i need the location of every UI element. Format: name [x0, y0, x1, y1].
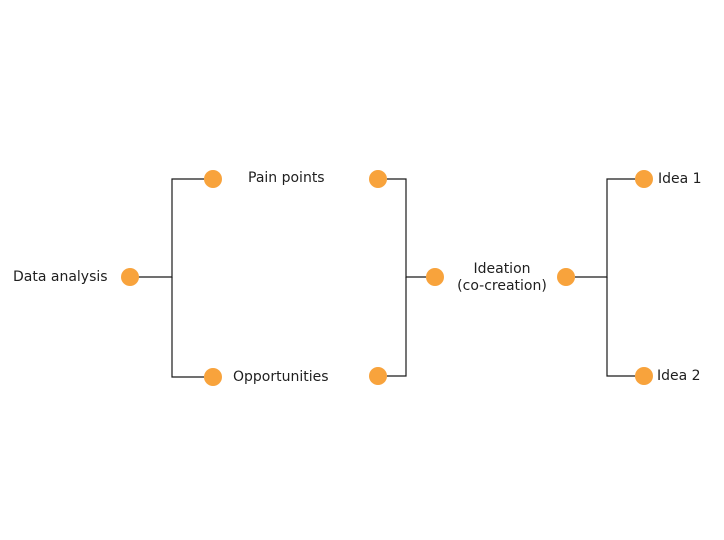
opportunities-left-dot: [204, 368, 222, 386]
opportunities-right-dot: [369, 367, 387, 385]
ideation-label-line-1: Ideation: [473, 261, 531, 277]
connector-pain-points-to-ideation: [387, 178, 426, 278]
connector-ideation-to-idea-2: [606, 277, 635, 377]
connector-ideation-to-idea-1: [575, 178, 635, 278]
data-analysis-node-dot: [121, 268, 139, 286]
pain-points-label: Pain points: [248, 170, 325, 186]
ideation-label-line-2: (co-creation): [457, 278, 547, 294]
ideation-left-dot: [426, 268, 444, 286]
opportunities-label: Opportunities: [233, 369, 329, 385]
connector-opportunities-to-ideation: [387, 277, 407, 377]
ideation-label: Ideation (co-creation): [448, 261, 556, 295]
connector-data-to-pain-points: [138, 178, 204, 278]
ideation-right-dot: [557, 268, 575, 286]
connector-data-to-opportunities: [171, 277, 204, 378]
pain-points-right-dot: [369, 170, 387, 188]
idea-1-dot: [635, 170, 653, 188]
idea-1-label: Idea 1: [658, 171, 702, 187]
data-analysis-label: Data analysis: [13, 269, 108, 285]
pain-points-left-dot: [204, 170, 222, 188]
idea-2-label: Idea 2: [657, 368, 701, 384]
idea-2-dot: [635, 367, 653, 385]
